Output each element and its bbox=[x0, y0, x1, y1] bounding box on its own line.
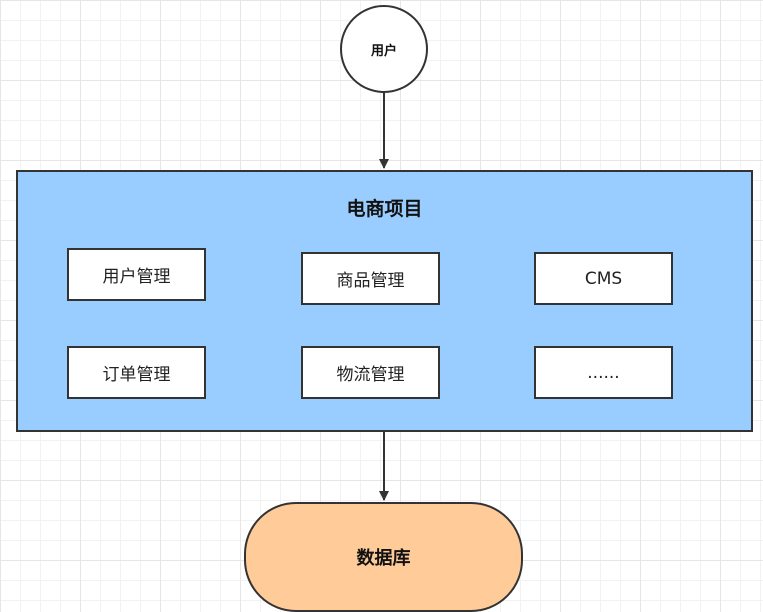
project-title: 电商项目 bbox=[346, 198, 423, 220]
user-node[interactable]: 用户 bbox=[340, 5, 428, 93]
module-label: ...... bbox=[587, 362, 620, 383]
module-product-management[interactable]: 商品管理 bbox=[301, 252, 440, 305]
module-cms[interactable]: CMS bbox=[534, 252, 673, 305]
user-node-label: 用户 bbox=[370, 43, 397, 59]
module-label: 商品管理 bbox=[336, 271, 405, 291]
connector-arrows bbox=[379, 93, 389, 501]
module-more[interactable]: ...... bbox=[534, 346, 673, 399]
ecommerce-project-container[interactable]: 电商项目 用户管理 商品管理 CMS 订单管理 物流管理 ...... bbox=[16, 170, 753, 432]
database-node[interactable]: 数据库 bbox=[244, 502, 523, 612]
database-node-label: 数据库 bbox=[356, 548, 411, 569]
module-label: CMS bbox=[584, 268, 623, 289]
module-order-management[interactable]: 订单管理 bbox=[67, 346, 206, 399]
module-label: 物流管理 bbox=[336, 365, 405, 385]
module-user-management[interactable]: 用户管理 bbox=[67, 248, 206, 301]
module-logistics-management[interactable]: 物流管理 bbox=[301, 346, 440, 399]
module-label: 订单管理 bbox=[102, 365, 171, 385]
module-label: 用户管理 bbox=[102, 267, 171, 287]
